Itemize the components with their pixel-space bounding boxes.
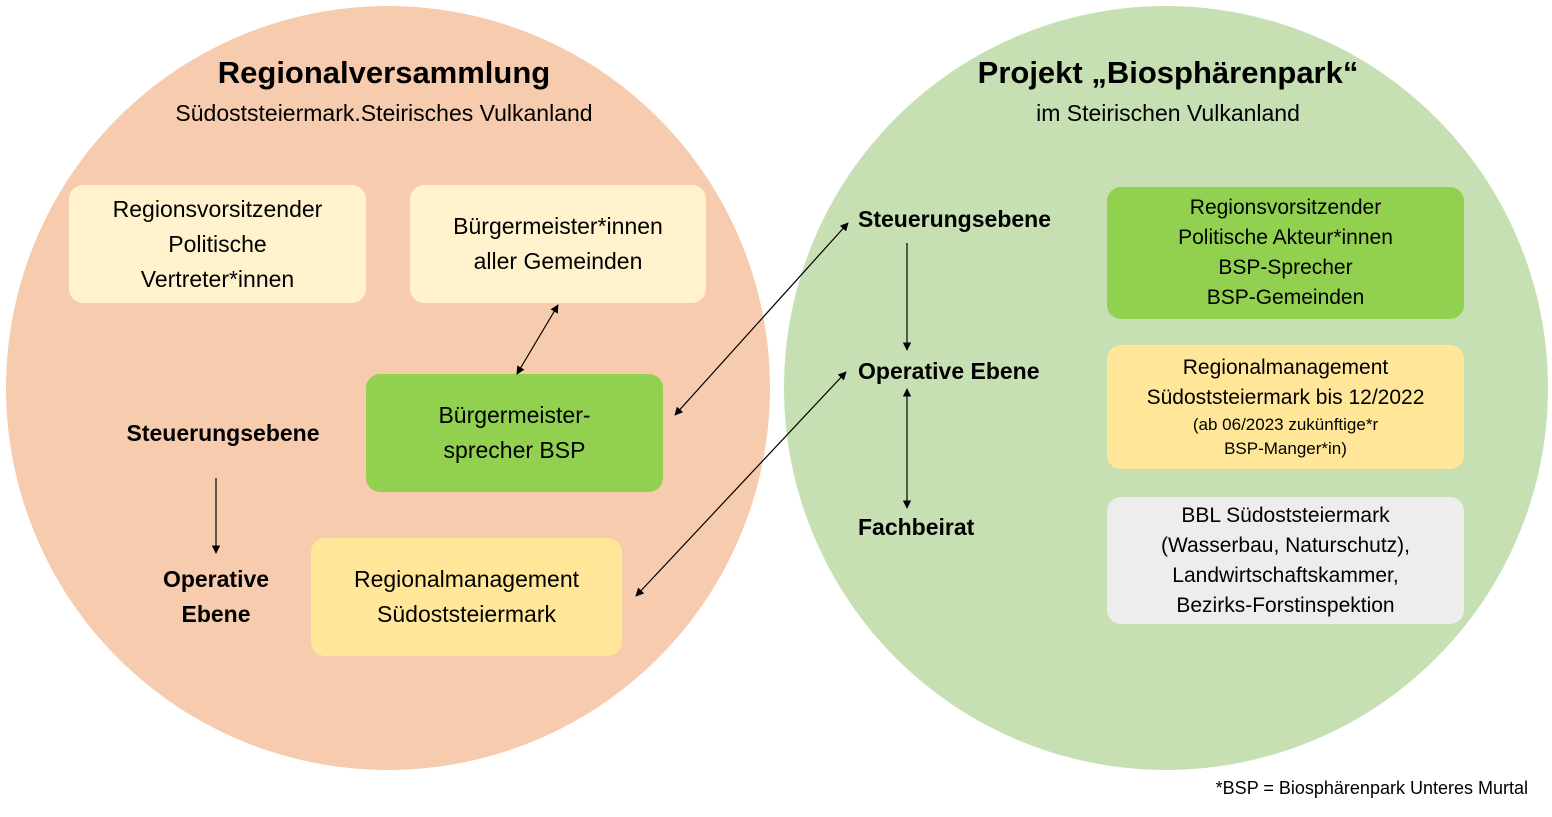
box-line: aller Gemeinden bbox=[473, 248, 643, 274]
box-line: Regionsvorsitzender bbox=[112, 195, 323, 222]
box-line: BSP-Manger*in) bbox=[1224, 439, 1347, 458]
right-subtitle: im Steirischen Vulkanland bbox=[1036, 100, 1300, 126]
box-line: Südoststeiermark bbox=[377, 601, 556, 627]
right-label-operative-ebene: Operative Ebene bbox=[858, 358, 1040, 384]
arrow-buergermeister-bsp bbox=[516, 304, 559, 375]
footnote: *BSP = Biosphärenpark Unteres Murtal bbox=[1215, 778, 1528, 798]
box-line: Bürgermeister*innen bbox=[453, 213, 663, 239]
box-buergermeister-alle: Bürgermeister*innen aller Gemeinden bbox=[410, 185, 706, 303]
box-line: Politische bbox=[168, 230, 267, 257]
label-line: Ebene bbox=[181, 601, 251, 627]
box-line: sprecher BSP bbox=[443, 437, 586, 463]
label-line: Operative bbox=[162, 566, 270, 592]
right-label-fachbeirat: Fachbeirat bbox=[858, 514, 975, 540]
box-line: Landwirtschaftskammer, bbox=[1172, 563, 1399, 587]
box-line: Politische Akteur*innen bbox=[1178, 226, 1393, 249]
box-fachbeirat-members: BBL Südoststeiermark (Wasserbau, Natursc… bbox=[1107, 497, 1464, 624]
box-buergermeister-sprecher: Bürgermeister- sprecher BSP bbox=[366, 374, 663, 492]
box-steuerung-members: Regionsvorsitzender Politische Akteur*in… bbox=[1107, 187, 1464, 319]
left-label-operative-ebene: Operative Ebene bbox=[116, 562, 316, 632]
box-line: Bürgermeister- bbox=[438, 402, 591, 428]
box-line: (ab 06/2023 zukünftige*r bbox=[1192, 415, 1379, 434]
box-line: Südoststeiermark bis 12/2022 bbox=[1146, 386, 1425, 409]
arrow-regionalmanagement-operative bbox=[635, 371, 847, 597]
box-regionsvorsitzender: Regionsvorsitzender Politische Vertreter… bbox=[69, 185, 366, 303]
box-line: BBL Südoststeiermark bbox=[1181, 503, 1390, 527]
left-label-steuerungsebene: Steuerungsebene bbox=[126, 420, 320, 446]
box-line: Regionsvorsitzender bbox=[1189, 196, 1382, 219]
box-line: Bezirks-Forstinspektion bbox=[1176, 593, 1395, 617]
left-title: Regionalversammlung bbox=[217, 55, 551, 90]
right-title: Projekt „Biosphärenpark“ bbox=[977, 55, 1359, 90]
box-line: BSP-Sprecher bbox=[1218, 256, 1353, 279]
box-line: Vertreter*innen bbox=[140, 265, 295, 292]
box-line: Regionalmanagement bbox=[1182, 356, 1389, 379]
box-line: BSP-Gemeinden bbox=[1206, 286, 1365, 309]
box-operative-members: Regionalmanagement Südoststeiermark bis … bbox=[1107, 345, 1464, 469]
left-subtitle: Südoststeiermark.Steirisches Vulkanland bbox=[175, 100, 593, 126]
box-line: Regionalmanagement bbox=[353, 566, 580, 592]
right-label-steuerungsebene: Steuerungsebene bbox=[858, 206, 1051, 232]
box-line: (Wasserbau, Naturschutz), bbox=[1161, 533, 1410, 557]
arrow-bsp-steuerung bbox=[674, 222, 849, 416]
box-regionalmanagement-left: Regionalmanagement Südoststeiermark bbox=[311, 538, 622, 656]
